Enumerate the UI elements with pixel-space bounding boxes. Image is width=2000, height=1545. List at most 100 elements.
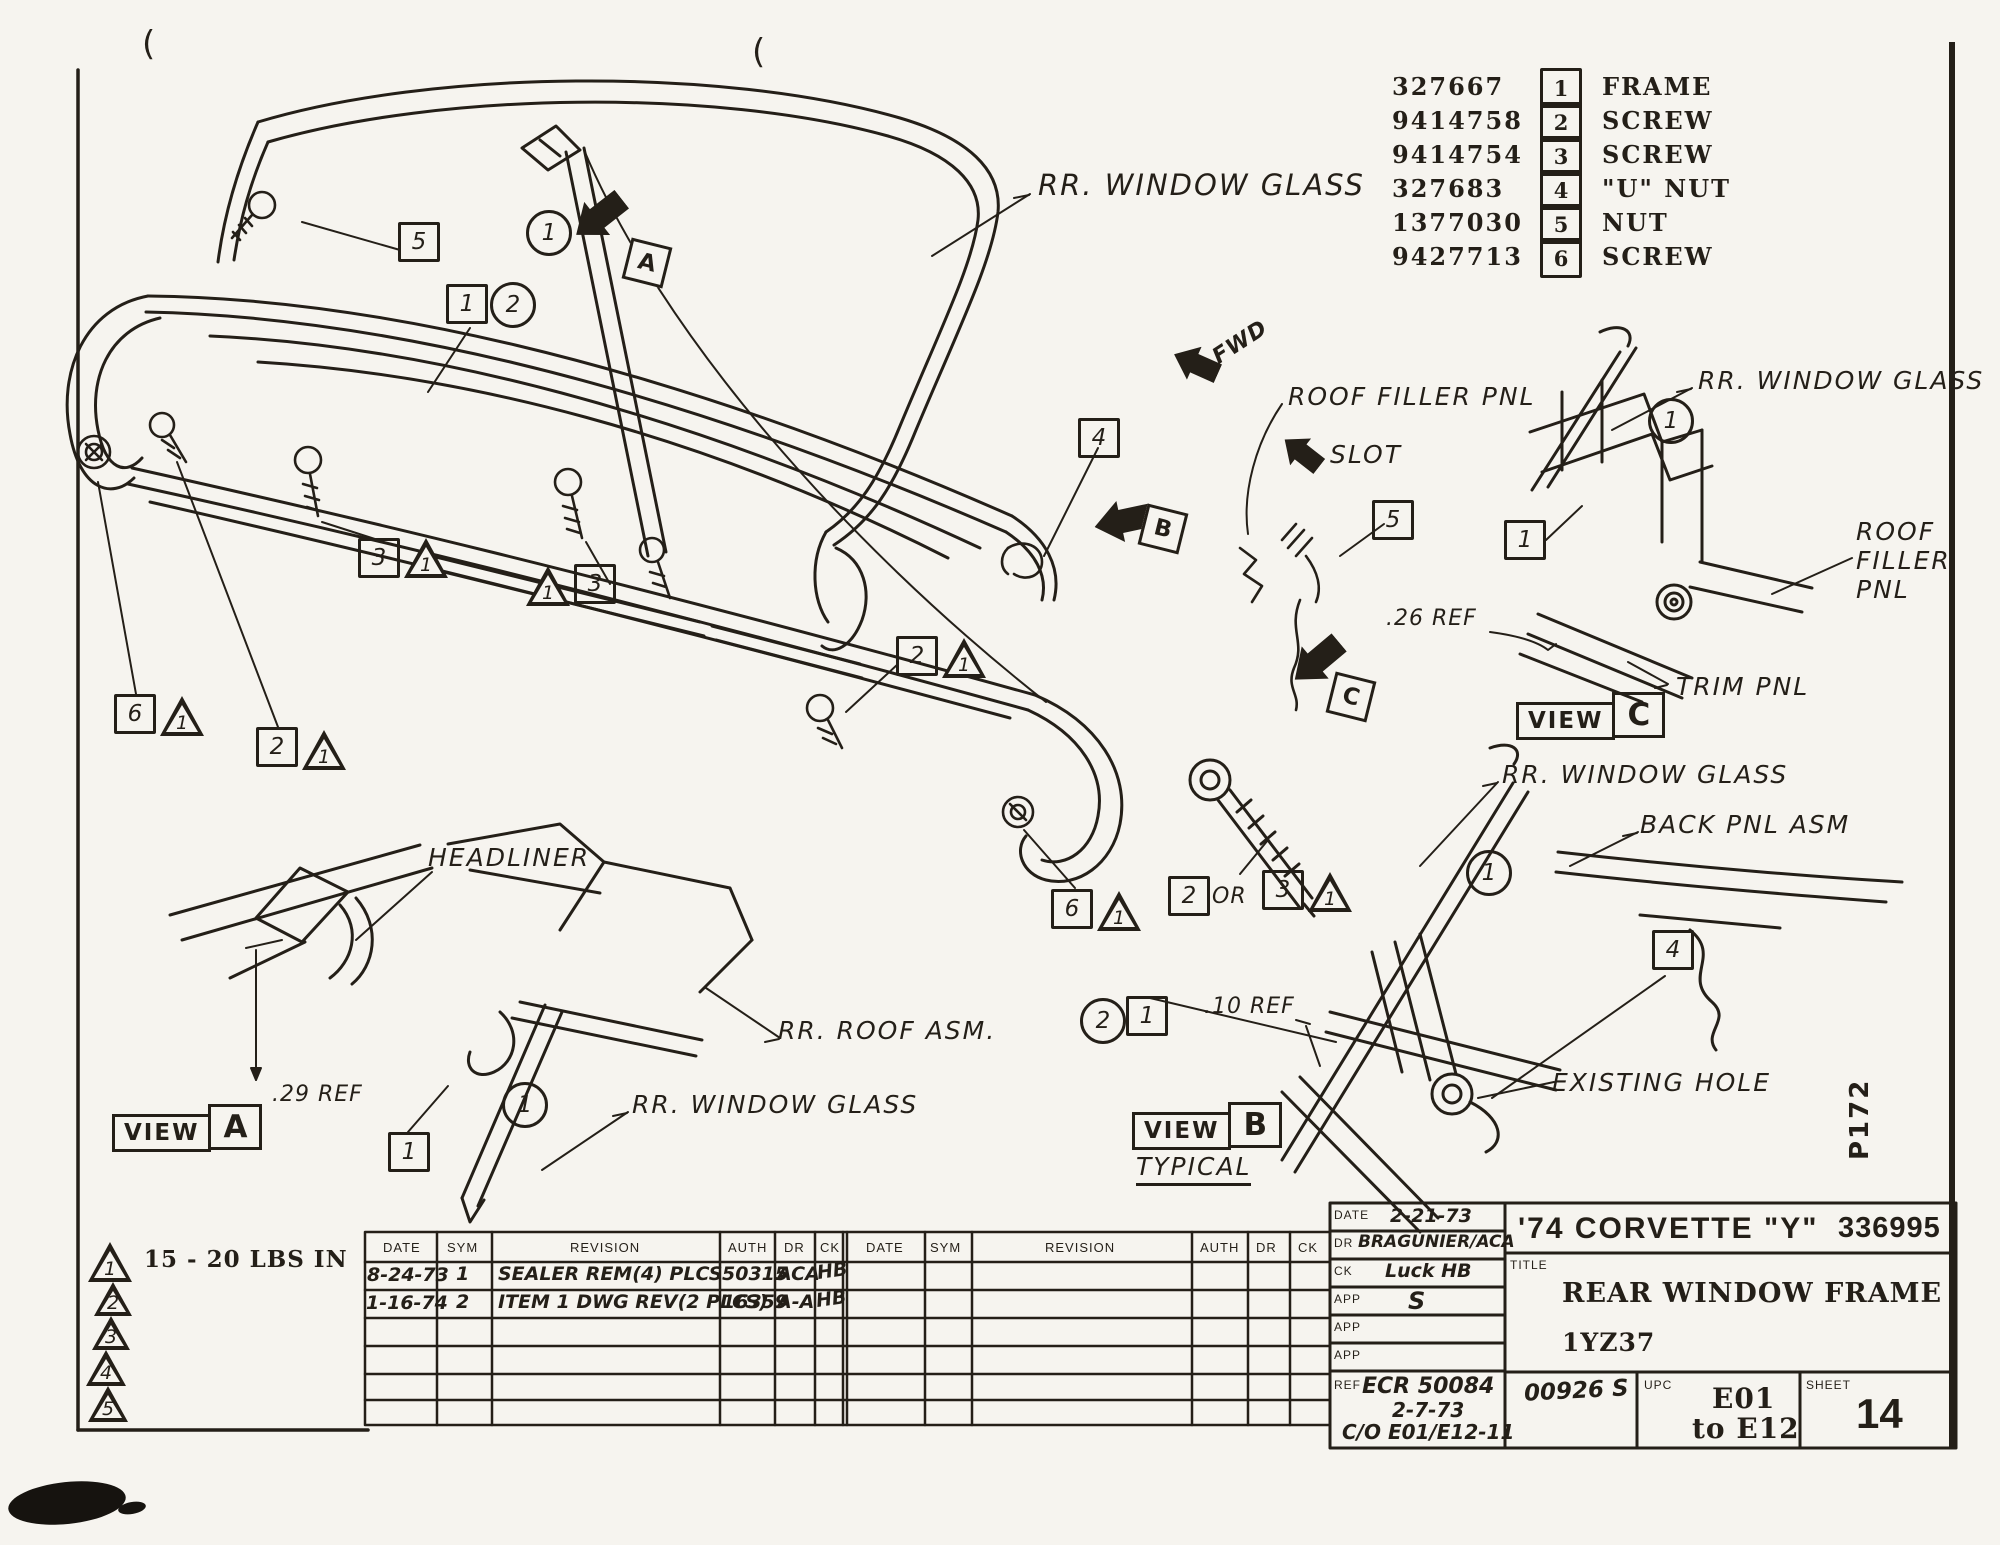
sheet-label: SHEET xyxy=(1806,1378,1852,1392)
ref-co: C/O E01/E12-11 xyxy=(1342,1420,1515,1444)
label-rr-window-glass: RR. WINDOW GLASS xyxy=(632,1090,919,1119)
drawing-header: '74 CORVETTE "Y" xyxy=(1518,1212,1819,1245)
ref-ecr: ECR 50084 xyxy=(1362,1374,1495,1399)
view-b-letter: B xyxy=(1228,1102,1283,1148)
callout-box-1: 1 xyxy=(1504,520,1546,560)
part-number: 9414754 xyxy=(1392,140,1523,169)
col-header-revision: REVISION xyxy=(570,1240,641,1255)
part-name: FRAME xyxy=(1602,72,1713,101)
col-header-dr: DR xyxy=(1256,1240,1277,1255)
callout-box-3: 3 xyxy=(1262,870,1304,910)
upc-value-line2: to E12 xyxy=(1692,1412,1800,1445)
dr-value: BRAGUNIER/ACA xyxy=(1358,1232,1515,1252)
part-number: 9427713 xyxy=(1392,242,1523,271)
note-flag-2: 2 xyxy=(94,1282,132,1316)
ref-label: REF xyxy=(1334,1378,1361,1392)
callout-box-2: 2 xyxy=(896,636,938,676)
drawing-title: REAR WINDOW FRAME xyxy=(1562,1278,1943,1309)
app-value: S xyxy=(1408,1287,1426,1315)
callout-box-1: 1 xyxy=(388,1132,430,1172)
callout-box-1: 1 xyxy=(446,284,488,324)
callout-circle-1: 1 xyxy=(1466,850,1512,896)
part-number: 1377030 xyxy=(1392,208,1523,237)
item-number-box: 5 xyxy=(1540,204,1582,244)
callout-box-2: 2 xyxy=(1168,876,1210,916)
callout-box-6: 6 xyxy=(1051,889,1093,929)
callout-circle-1: 1 xyxy=(526,210,572,256)
note-flag-4: 4 xyxy=(86,1350,126,1386)
view-c-letter: C xyxy=(1612,692,1666,738)
item-number-box: 2 xyxy=(1540,102,1582,142)
label-headliner: HEADLINER xyxy=(428,843,591,872)
rev-dr: A-A xyxy=(777,1291,815,1313)
label-10-ref: .10 REF xyxy=(1204,994,1295,1019)
note-flag-1: 1 xyxy=(88,1242,132,1282)
date-label: DATE xyxy=(1334,1208,1370,1222)
callout-box-5: 5 xyxy=(1372,500,1414,540)
label-roof-filler-pnl: ROOF FILLER PNL xyxy=(1856,517,1951,604)
label-back-pnl-asm: BACK PNL ASM xyxy=(1640,810,1851,839)
ref-date: 2-7-73 xyxy=(1392,1398,1465,1422)
page-code: P172 xyxy=(1845,1078,1875,1160)
callout-flag-triangle: 1 xyxy=(1308,872,1352,912)
rev-description: SEALER REM(4) PLCS xyxy=(498,1263,723,1285)
item-number-box: 4 xyxy=(1540,170,1582,210)
col-header-sym: SYM xyxy=(930,1240,962,1255)
ck-value: Luck HB xyxy=(1385,1260,1472,1282)
item-number-box: 6 xyxy=(1540,238,1582,278)
leader-lines-main xyxy=(97,193,1557,889)
view-a-tag: VIEW A xyxy=(112,1104,263,1160)
view-a-letter: A xyxy=(208,1104,263,1150)
model-code: 1YZ37 xyxy=(1562,1328,1656,1357)
label-26-ref: .26 REF xyxy=(1386,606,1477,631)
label-rr-window-glass: RR. WINDOW GLASS xyxy=(1502,760,1789,789)
screw-glyphs xyxy=(76,190,1320,829)
part-number: 327667 xyxy=(1392,72,1505,101)
view-word: VIEW xyxy=(1516,702,1616,740)
callout-box-4: 4 xyxy=(1652,930,1694,970)
item-number-box: 1 xyxy=(1540,68,1582,108)
label-typical: TYPICAL xyxy=(1136,1152,1252,1186)
rev-dr: ACA xyxy=(777,1263,820,1285)
part-name: SCREW xyxy=(1602,106,1714,135)
rev-ck: HB xyxy=(815,1257,849,1285)
col-header-ck: CK xyxy=(1298,1240,1319,1255)
rev-auth: 50315 xyxy=(722,1263,789,1285)
view-word: VIEW xyxy=(112,1114,212,1152)
sheet-number: 14 xyxy=(1856,1390,1903,1437)
callout-circle-1: 1 xyxy=(502,1082,548,1128)
col-header-ck: CK xyxy=(820,1240,841,1255)
callout-box-3: 3 xyxy=(358,538,400,578)
view-b-art xyxy=(1149,743,1904,1234)
scan-artifact: ( xyxy=(142,24,156,64)
scan-artifact: ( xyxy=(752,32,766,72)
col-header-auth: AUTH xyxy=(728,1240,768,1255)
label-29-ref: .29 REF xyxy=(272,1082,363,1107)
app-label: APP xyxy=(1334,1292,1362,1306)
callout-circle-1: 1 xyxy=(1648,398,1694,444)
part-name: SCREW xyxy=(1602,242,1714,271)
label-rr-window-glass: RR. WINDOW GLASS xyxy=(1698,366,1985,395)
date-value: 2-21-73 xyxy=(1390,1205,1472,1227)
app-label: APP xyxy=(1334,1348,1362,1362)
rev-date: 1-16-74 xyxy=(366,1292,448,1314)
part-name: SCREW xyxy=(1602,140,1714,169)
callout-flag-triangle: 1 xyxy=(526,566,570,606)
note-flag-3: 3 xyxy=(92,1316,130,1350)
view-word: VIEW xyxy=(1132,1112,1232,1150)
callout-box-2: 2 xyxy=(256,727,298,767)
glass-outline-main xyxy=(216,79,1000,547)
callout-box-1: 1 xyxy=(1126,996,1168,1036)
view-b-tag: VIEW B xyxy=(1132,1102,1283,1158)
app-label: APP xyxy=(1334,1320,1362,1334)
label-trim-pnl: TRIM PNL xyxy=(1676,672,1810,701)
col-header-date: DATE xyxy=(866,1240,904,1255)
note-flag-5: 5 xyxy=(88,1386,128,1422)
stamp-value: 00926 S xyxy=(1523,1375,1630,1407)
rev-ck: HB xyxy=(814,1285,848,1313)
dr-label: DR xyxy=(1334,1236,1354,1250)
callout-circle-2: 2 xyxy=(490,282,536,328)
callout-flag-triangle: 1 xyxy=(1097,891,1141,931)
rev-description: ITEM 1 DWG REV(2 PLCS) xyxy=(498,1291,768,1313)
